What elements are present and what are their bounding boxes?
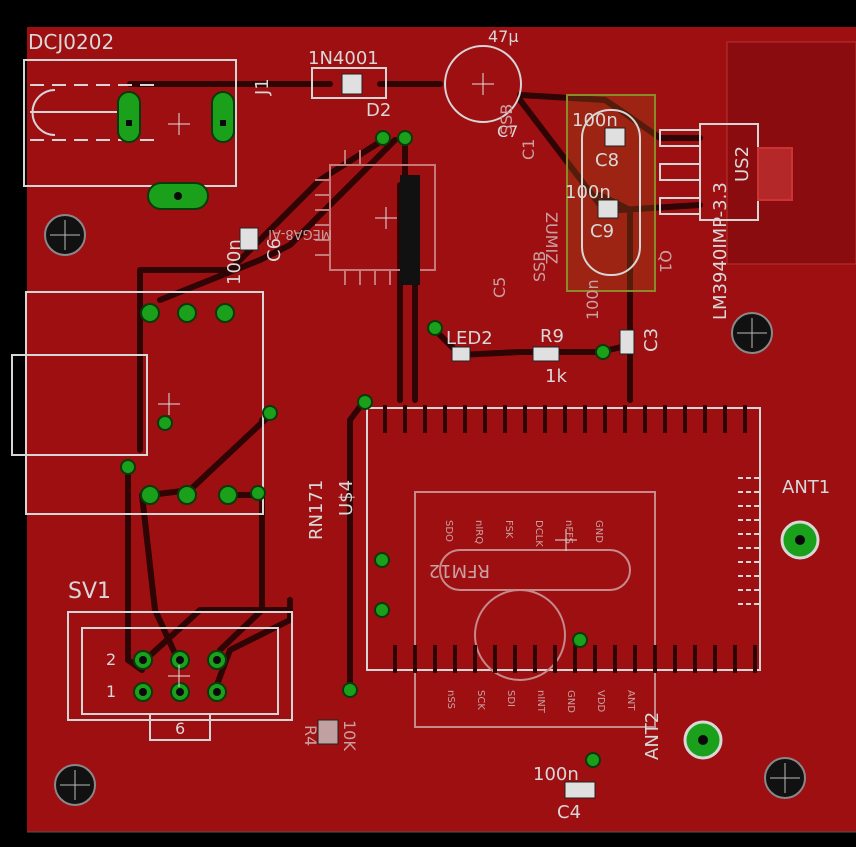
label-c7: C7 (497, 122, 518, 141)
label-c9: C9 (590, 221, 614, 242)
label-dcj: DCJ0202 (28, 30, 114, 54)
rfm12-pin-name: nFFS (563, 520, 574, 544)
label-ssb2: SSB (530, 251, 549, 282)
label-us4: U$4 (336, 480, 357, 516)
rfm12-pin-name: SDO (443, 520, 454, 542)
label-ssb1: SSB (497, 104, 516, 135)
label-led2: LED2 (446, 328, 493, 349)
diode-outline (311, 67, 387, 99)
label-rfm12: RFM12 (429, 560, 490, 581)
label-diode-ref: D2 (366, 100, 391, 121)
label-c9-value: 100n (565, 182, 611, 203)
label-c6: C6 (264, 238, 285, 262)
label-c6-value: 100n (224, 239, 245, 285)
origin-markers (158, 73, 577, 687)
sv1-outline (67, 611, 293, 721)
label-rn171: RN171 (306, 480, 327, 540)
label-c4: C4 (557, 802, 581, 823)
label-diode-value: 1N4001 (308, 48, 379, 69)
mounting-holes (44, 214, 806, 806)
label-q1: Q1 (656, 250, 675, 273)
rfm12-pin-name: nINT (535, 690, 546, 714)
label-sv1: SV1 (68, 579, 111, 604)
label-r9-value: 1k (545, 366, 567, 387)
label-pin1: 1 (106, 682, 116, 701)
rfm12-pin-name: DCLK (533, 520, 544, 547)
label-c4-value: 100n (533, 764, 579, 785)
label-us2: US2 (732, 146, 753, 182)
label-r4-value: 10K (340, 720, 359, 751)
rfm12-pin-name: GND (565, 690, 576, 713)
smd-pads (239, 73, 635, 799)
label-mega8: MEGA8-AI (268, 226, 332, 241)
pad-drills (126, 120, 805, 745)
rfm12-pin-name: GND (593, 520, 604, 543)
label-c3-value: 100n (583, 279, 602, 320)
rfm12-pin-name: SDI (505, 690, 516, 707)
label-ant1: ANT1 (782, 477, 830, 498)
label-j1: J1 (252, 78, 273, 96)
label-crystal: ZUMIZ (542, 212, 561, 264)
rfm12-pin-name: ANT (625, 690, 636, 711)
label-pin6: 6 (175, 719, 185, 738)
rfm12-bottom-pin-names: nSS SCK SDI nINT GND VDD ANT (445, 690, 636, 714)
rfm12-top-pin-names: SDO nIRQ FSK DCLK nFFS GND (443, 520, 604, 547)
rfm12-pin-name: nSS (445, 690, 456, 709)
label-c8: C8 (595, 150, 619, 171)
rfm12-pin-rows (383, 405, 757, 673)
label-c1: C1 (519, 139, 538, 160)
label-regulator: LM3940IMP-3.3 (710, 182, 731, 320)
label-pin2: 2 (106, 650, 116, 669)
label-r4: R4 (301, 725, 320, 746)
label-r9: R9 (540, 326, 564, 347)
cap-outline (444, 45, 522, 123)
through-hole-pads (117, 91, 611, 768)
dc-jack-outline (23, 59, 237, 187)
rfm12-pin-name: FSK (503, 520, 514, 539)
label-c5: C5 (490, 277, 509, 298)
label-c3: C3 (641, 328, 662, 352)
label-c8-value: 100n (572, 110, 618, 131)
rfm12-pin-name: nIRQ (473, 520, 484, 544)
label-ant2: ANT2 (642, 712, 663, 760)
mega8-chip (315, 150, 436, 285)
label-cap47: 47µ (488, 27, 519, 46)
chip-pins-black (400, 175, 420, 285)
copper-traces (125, 81, 703, 693)
rfm12-pin-name: VDD (595, 690, 606, 713)
rfm12-pin-name: SCK (475, 690, 486, 710)
rn171-outline (25, 291, 264, 515)
